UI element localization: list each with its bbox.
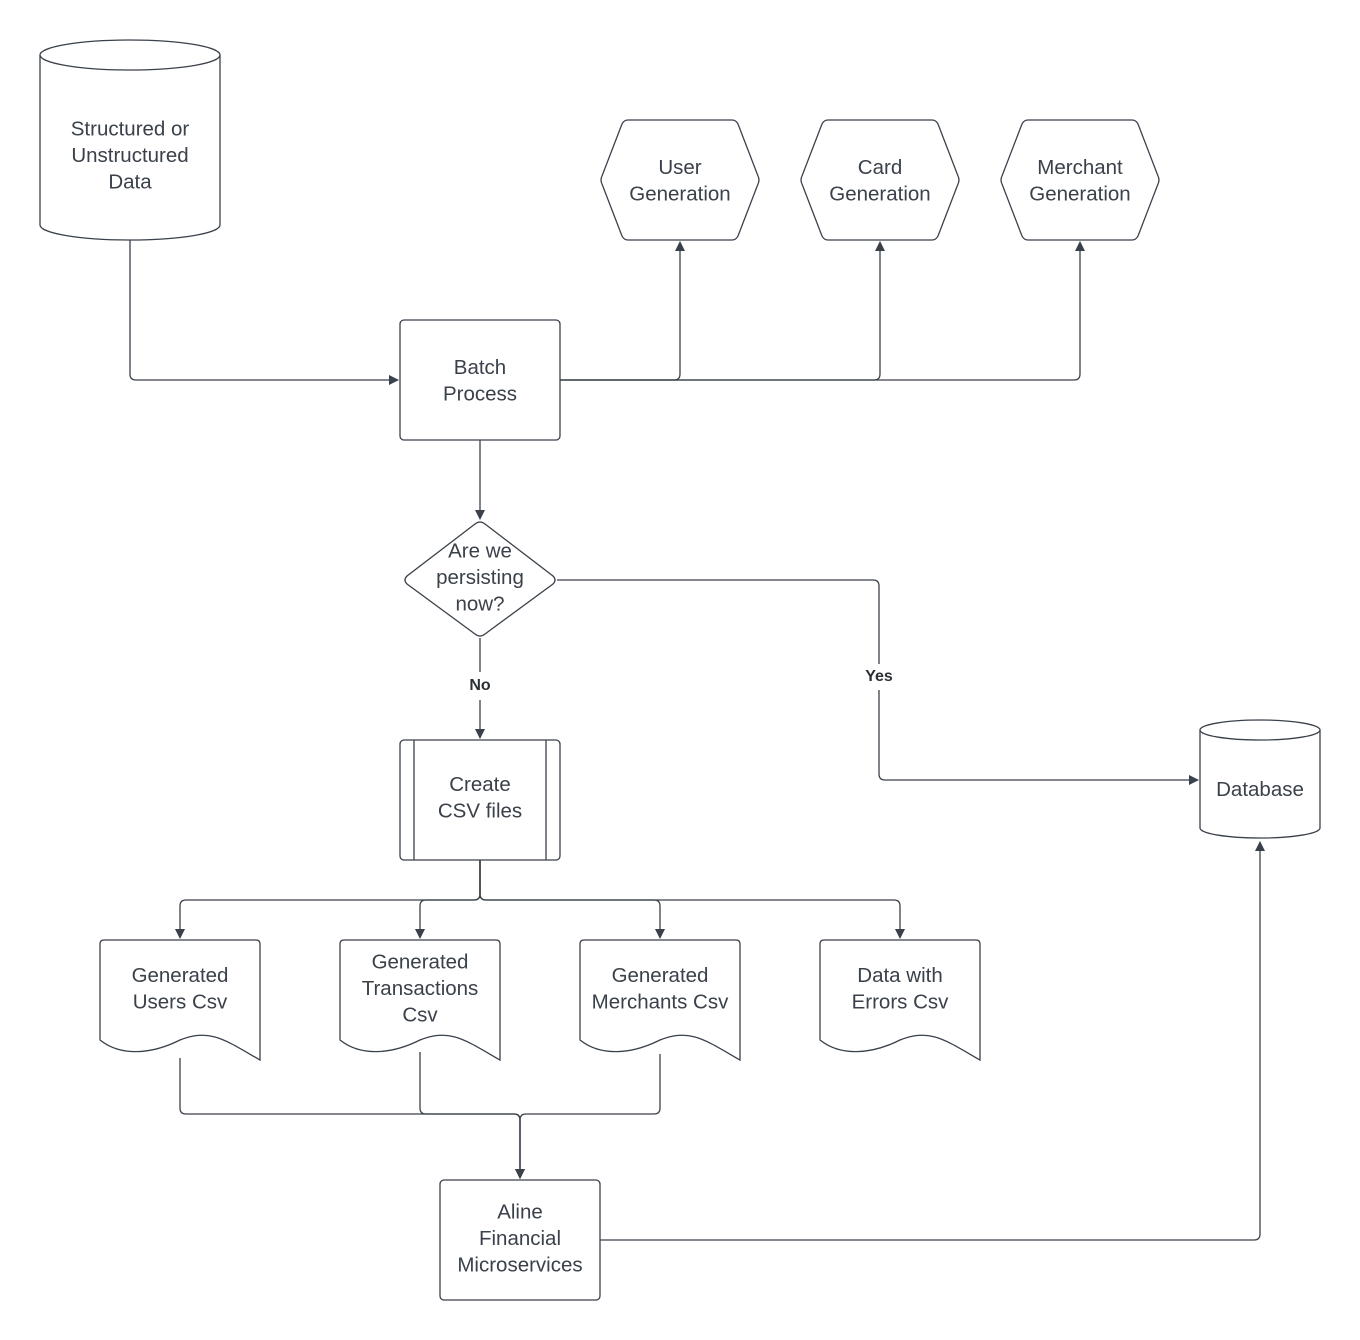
edge-label-no: No — [469, 677, 491, 694]
edge-users-csv-to-microservices — [179, 1058, 525, 1179]
edge-batch-to-merchant-generation — [560, 241, 1085, 381]
label-line: Errors Csv — [852, 990, 950, 1013]
label-line: Are we — [448, 540, 512, 563]
database-label: Database — [1216, 778, 1304, 801]
edges — [129, 240, 1265, 1241]
edge-label-yes: Yes — [865, 668, 893, 685]
label-line: Csv — [402, 1004, 438, 1027]
label-line: Aline — [497, 1201, 543, 1224]
edge-batch-to-user-generation — [560, 241, 685, 381]
label-line: now? — [455, 593, 504, 616]
label-line: Generation — [829, 182, 930, 205]
edge-decision-yes — [557, 579, 1198, 780]
edge-create-csv-split — [175, 860, 481, 939]
edge-transactions-csv-to-microservices — [419, 1052, 525, 1179]
label-line: Generation — [629, 182, 730, 205]
database-cylinder[interactable]: Database — [1199, 719, 1321, 839]
label-line: Microservices — [457, 1254, 582, 1277]
label-line: Financial — [479, 1227, 561, 1250]
label-line: User — [658, 156, 701, 179]
label-line: Transactions — [362, 977, 479, 1000]
decision-label: Are we persisting now? — [436, 540, 524, 616]
label-line: Structured or — [71, 118, 190, 141]
label-line: Card — [858, 156, 902, 179]
edge-microservices-to-database — [600, 841, 1265, 1241]
label-line: Data — [108, 171, 152, 194]
label-line: Generated — [132, 964, 229, 987]
label-line: Batch — [454, 356, 506, 379]
label-line: Merchant — [1037, 156, 1123, 179]
label-line: Generated — [372, 951, 469, 974]
label-line: Generation — [1029, 182, 1130, 205]
edge-create-csv-to-errors — [479, 860, 905, 939]
label-line: Users Csv — [133, 990, 228, 1013]
edge-create-csv-to-merchants — [479, 860, 665, 939]
label-line: Process — [443, 382, 517, 405]
edge-data-to-batch — [129, 240, 399, 385]
decision-diamond[interactable]: Are we persisting now? — [404, 521, 556, 637]
label-line: persisting — [436, 566, 524, 589]
label-line: Unstructured — [71, 144, 188, 167]
label-line: Generated — [612, 964, 709, 987]
edge-batch-to-card-generation — [560, 241, 885, 381]
edge-create-csv-to-transactions — [415, 860, 481, 939]
label-line: Merchants Csv — [592, 990, 729, 1013]
label-line: CSV files — [438, 799, 522, 822]
label-line: Data with — [857, 964, 942, 987]
label-line: Database — [1216, 778, 1304, 801]
label-line: Create — [449, 773, 511, 796]
edge-merchants-csv-to-microservices — [515, 1054, 661, 1179]
